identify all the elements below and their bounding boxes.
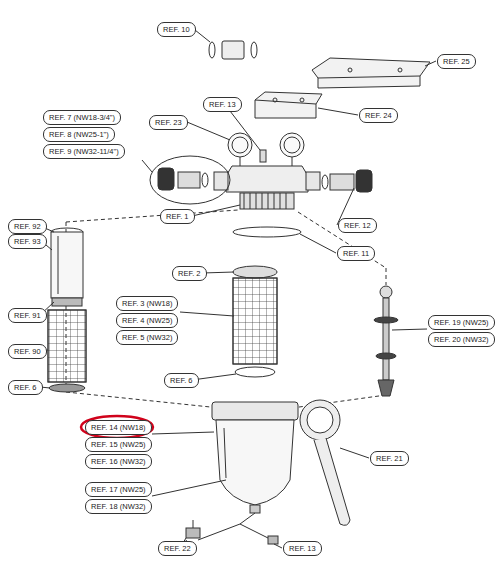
callout-box: REF. 21	[370, 451, 409, 466]
callout-box: REF. 6	[8, 380, 43, 395]
callout-box: REF. 93	[8, 234, 47, 249]
callout-box: REF. 11	[337, 246, 375, 261]
callout-box: REF. 23	[149, 115, 188, 130]
callout-number: REF. 23	[155, 117, 182, 128]
callout-box: REF. 10	[157, 22, 196, 37]
callout-number: REF. 93	[14, 236, 41, 247]
callout-number: REF. 24	[365, 110, 392, 121]
callout-box: REF. 9 (NW32-11/4")	[43, 144, 125, 159]
callout-box: REF. 8 (NW25-1")	[43, 127, 115, 142]
callout-number: REF. 13	[289, 543, 316, 554]
callout-box: REF. 15 (NW25)	[85, 437, 152, 452]
callout-box: REF. 16 (NW32)	[85, 454, 152, 469]
callout-number: REF. 15 (NW25)	[91, 439, 146, 450]
callout-box: REF. 7 (NW18-3/4")	[43, 110, 121, 125]
callout-box: REF. 3 (NW18)	[116, 296, 178, 311]
callout-number: REF. 22	[164, 543, 191, 554]
callout-number: REF. 7 (NW18-3/4")	[49, 112, 115, 123]
callout-number: REF. 17 (NW25)	[91, 484, 146, 495]
callout-box: REF. 13	[283, 541, 322, 556]
callout-box: REF. 17 (NW25)	[85, 482, 152, 497]
callout-number: REF. 90	[14, 346, 41, 357]
callout-number: REF. 25	[443, 56, 470, 67]
callout-box: REF. 90	[8, 344, 47, 359]
callout-number: REF. 16 (NW32)	[91, 456, 146, 467]
callout-box: REF. 92	[8, 219, 47, 234]
callout-number: REF. 92	[14, 221, 41, 232]
highlight-ring	[81, 416, 153, 438]
callout-number: REF. 6	[170, 375, 193, 386]
callout-box: REF. 5 (NW32)	[116, 330, 178, 345]
callout-number: REF. 14 (NW18)	[91, 422, 146, 433]
callout-number: REF. 21	[376, 453, 403, 464]
callout-number: REF. 20 (NW32)	[434, 334, 489, 345]
callout-box: REF. 2	[172, 266, 207, 281]
callout-box: REF. 13	[203, 97, 242, 112]
callout-number: REF. 12	[344, 220, 371, 231]
callout-box: REF. 19 (NW25)	[428, 315, 495, 330]
callout-number: REF. 1	[166, 211, 189, 222]
callout-number: REF. 4 (NW25)	[122, 315, 172, 326]
callout-box: REF. 25	[437, 54, 476, 69]
callout-box: REF. 22	[158, 541, 197, 556]
callout-box: REF. 4 (NW25)	[116, 313, 178, 328]
callout-box: REF. 18 (NW32)	[85, 499, 152, 514]
callout-number: REF. 8 (NW25-1")	[49, 129, 109, 140]
callout-number: REF. 6	[14, 382, 37, 393]
callout-box: REF. 91	[8, 308, 47, 323]
callout-number: REF. 2	[178, 268, 201, 279]
callout-number: REF. 18 (NW32)	[91, 501, 146, 512]
callout-number: REF. 5 (NW32)	[122, 332, 172, 343]
callout-box: REF. 24	[359, 108, 398, 123]
callout-number: REF. 13	[209, 99, 236, 110]
callout-box: REF. 1	[160, 209, 195, 224]
callout-box: REF. 20 (NW32)	[428, 332, 495, 347]
callout-box: REF. 6	[164, 373, 199, 388]
callout-number: REF. 19 (NW25)	[434, 317, 489, 328]
callout-box: REF. 14 (NW18)	[85, 420, 152, 435]
callout-number: REF. 3 (NW18)	[122, 298, 172, 309]
callout-number: REF. 11	[343, 248, 369, 259]
callout-box: REF. 12	[338, 218, 377, 233]
callout-number: REF. 10	[163, 24, 190, 35]
callout-number: REF. 91	[14, 310, 41, 321]
callout-number: REF. 9 (NW32-11/4")	[49, 146, 119, 157]
